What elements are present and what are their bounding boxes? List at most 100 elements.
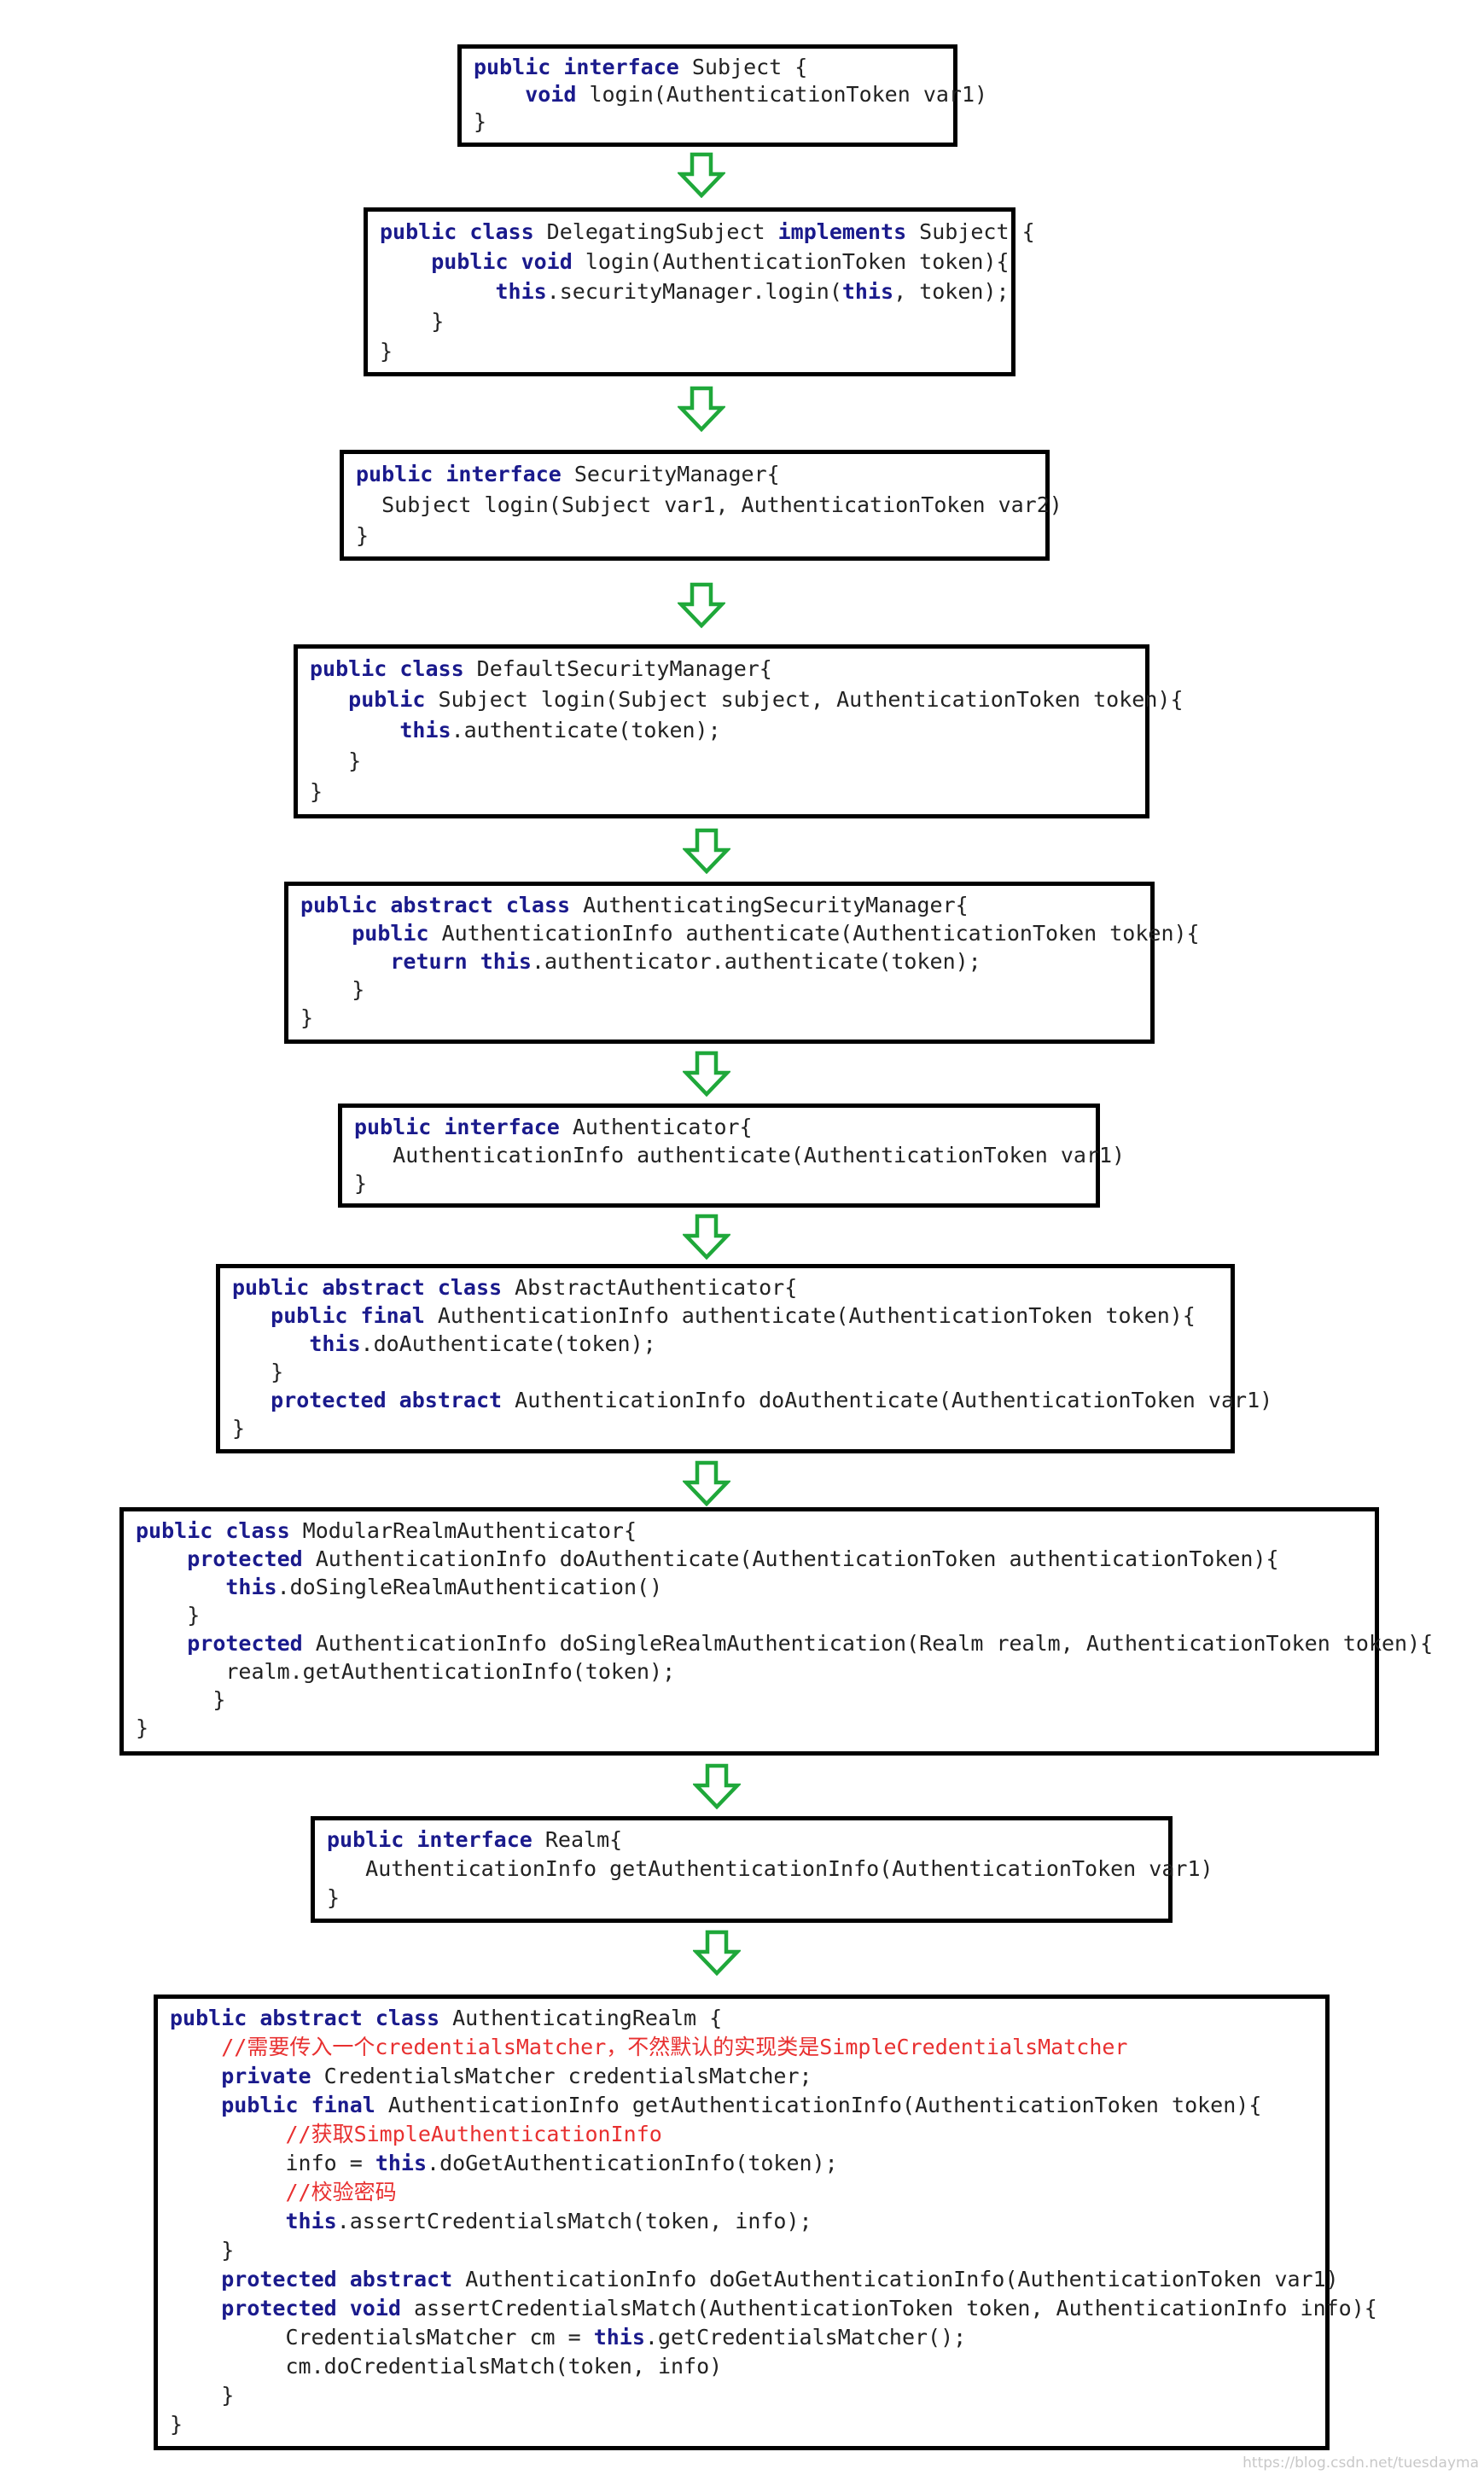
indent bbox=[136, 1659, 225, 1684]
code-line: AuthenticationInfo authenticate(Authenti… bbox=[354, 1141, 1125, 1169]
subject-interface-box: public interface Subject { void login(Au… bbox=[457, 44, 987, 147]
code-token: } bbox=[431, 309, 445, 334]
code-token: login(AuthenticationToken token){ bbox=[572, 249, 1010, 274]
code-line: public class DelegatingSubject implement… bbox=[380, 217, 1035, 247]
code-token: AuthenticatingSecurityManager{ bbox=[570, 893, 969, 917]
code-line: this.doAuthenticate(token); bbox=[232, 1330, 1219, 1358]
code-token: Subject login(Subject var1, Authenticati… bbox=[381, 492, 1062, 517]
code-line: } bbox=[136, 1686, 1363, 1714]
modular-realm-authenticator-class-box: public class ModularRealmAuthenticator{ … bbox=[119, 1507, 1433, 1756]
code-token: } bbox=[271, 1360, 284, 1384]
indent bbox=[232, 1331, 309, 1356]
code-token: login(AuthenticationToken var1) bbox=[576, 82, 988, 107]
code-token: } bbox=[221, 2238, 235, 2262]
down-arrow-icon bbox=[683, 1460, 730, 1506]
code-token: AuthenticationInfo doAuthenticate(Authen… bbox=[502, 1388, 1273, 1412]
code-line: public interface Authenticator{ bbox=[354, 1113, 1084, 1141]
code-token: } bbox=[356, 523, 370, 548]
code-line: this.authenticate(token); bbox=[310, 715, 1133, 746]
code-line: protected AuthenticationInfo doAuthentic… bbox=[136, 1545, 1363, 1573]
code-token: .authenticate(token); bbox=[451, 718, 721, 742]
code-line: realm.getAuthenticationInfo(token); bbox=[136, 1657, 1363, 1686]
code-line: } bbox=[354, 1169, 1084, 1197]
code-token: , token); bbox=[893, 279, 1010, 304]
indent bbox=[300, 921, 352, 946]
code-token: } bbox=[310, 779, 323, 804]
code-token: Subject { bbox=[678, 55, 808, 79]
code-token: cm.doCredentialsMatch(token, info) bbox=[285, 2354, 723, 2379]
code-token: AuthenticationInfo doSingleRealmAuthenti… bbox=[302, 1631, 1434, 1656]
down-arrow-icon bbox=[683, 1214, 730, 1260]
code-token: } bbox=[348, 748, 362, 773]
watermark: https://blog.csdn.net/tuesdayma bbox=[1242, 2455, 1479, 2472]
default-security-manager-class-box: public class DefaultSecurityManager{ pub… bbox=[294, 644, 1184, 818]
code-line: protected abstract AuthenticationInfo do… bbox=[232, 1386, 1272, 1414]
code-token: } bbox=[187, 1603, 201, 1628]
code-line: public final AuthenticationInfo authenti… bbox=[232, 1302, 1219, 1330]
keyword-token: public abstract class bbox=[232, 1275, 503, 1300]
keyword-token: public interface bbox=[474, 55, 679, 79]
keyword-token: private bbox=[221, 2064, 311, 2088]
code-line: public final AuthenticationInfo getAuthe… bbox=[170, 2091, 1313, 2120]
code-token: } bbox=[170, 2412, 183, 2437]
code-token: AuthenticationInfo authenticate(Authenti… bbox=[428, 921, 1200, 946]
keyword-token: public class bbox=[380, 219, 534, 244]
keyword-token: this bbox=[399, 718, 451, 742]
indent bbox=[170, 2238, 221, 2262]
code-token: AuthenticationInfo doGetAuthenticationIn… bbox=[452, 2267, 1339, 2292]
indent bbox=[356, 492, 381, 517]
delegating-subject-class-box: public class DelegatingSubject implement… bbox=[364, 207, 1035, 376]
security-manager-interface-box: public interface SecurityManager{ Subjec… bbox=[340, 450, 1062, 561]
indent bbox=[170, 2093, 221, 2117]
code-line: info = this.doGetAuthenticationInfo(toke… bbox=[170, 2149, 1313, 2178]
code-token: info = bbox=[285, 2151, 375, 2175]
code-token: .assertCredentialsMatch(token, info); bbox=[336, 2209, 812, 2233]
code-line: public Subject login(Subject subject, Au… bbox=[310, 684, 1183, 715]
keyword-token: protected abstract bbox=[221, 2267, 453, 2292]
code-line: //获取SimpleAuthenticationInfo bbox=[170, 2120, 1313, 2149]
keyword-token: protected bbox=[187, 1546, 303, 1571]
indent bbox=[170, 2267, 221, 2292]
code-token: } bbox=[212, 1687, 226, 1712]
code-token: DefaultSecurityManager{ bbox=[463, 656, 772, 681]
comment-token: //校验密码 bbox=[285, 2180, 397, 2204]
indent bbox=[327, 1856, 365, 1881]
code-line: } bbox=[310, 746, 1133, 777]
code-line: //校验密码 bbox=[170, 2178, 1313, 2207]
down-arrow-icon bbox=[693, 1763, 741, 1809]
comment-token: //需要传入一个credentialsMatcher，不然默认的实现类是Simp… bbox=[221, 2035, 1128, 2059]
keyword-token: public void bbox=[431, 249, 573, 274]
code-line: } bbox=[136, 1714, 1363, 1742]
code-line: } bbox=[327, 1884, 1156, 1913]
keyword-token: this bbox=[285, 2209, 337, 2233]
indent bbox=[232, 1388, 271, 1412]
code-token: } bbox=[380, 339, 393, 364]
code-token: } bbox=[221, 2383, 235, 2408]
keyword-token: public final bbox=[271, 1303, 425, 1328]
indent bbox=[170, 2209, 285, 2233]
keyword-token: void bbox=[525, 82, 577, 107]
code-token: Subject login(Subject subject, Authentic… bbox=[425, 687, 1184, 712]
indent bbox=[170, 2035, 221, 2059]
code-line: public void login(AuthenticationToken to… bbox=[380, 247, 1009, 277]
indent bbox=[232, 1303, 271, 1328]
code-token: } bbox=[354, 1171, 368, 1196]
code-line: public abstract class AuthenticatingReal… bbox=[170, 2004, 1313, 2033]
code-line: this.securityManager.login(this, token); bbox=[380, 277, 1009, 306]
code-token: AuthenticationInfo getAuthenticationInfo… bbox=[365, 1856, 1213, 1881]
code-token: Authenticator{ bbox=[559, 1115, 753, 1139]
down-arrow-icon bbox=[683, 1051, 730, 1097]
code-line: } bbox=[300, 1004, 1138, 1032]
indent bbox=[136, 1631, 187, 1656]
code-line: protected AuthenticationInfo doSingleRea… bbox=[136, 1629, 1433, 1657]
code-line: } bbox=[170, 2410, 1313, 2439]
abstract-authenticator-class-box: public abstract class AbstractAuthentica… bbox=[216, 1264, 1272, 1453]
code-token: AuthenticationInfo authenticate(Authenti… bbox=[424, 1303, 1196, 1328]
code-line: public AuthenticationInfo authenticate(A… bbox=[300, 919, 1199, 947]
code-token: DelegatingSubject bbox=[533, 219, 778, 244]
code-token: } bbox=[352, 977, 365, 1002]
indent bbox=[380, 279, 495, 304]
code-token: AuthenticationInfo authenticate(Authenti… bbox=[393, 1143, 1126, 1168]
keyword-token: public interface bbox=[327, 1827, 532, 1852]
comment-token: //获取SimpleAuthenticationInfo bbox=[285, 2122, 662, 2146]
